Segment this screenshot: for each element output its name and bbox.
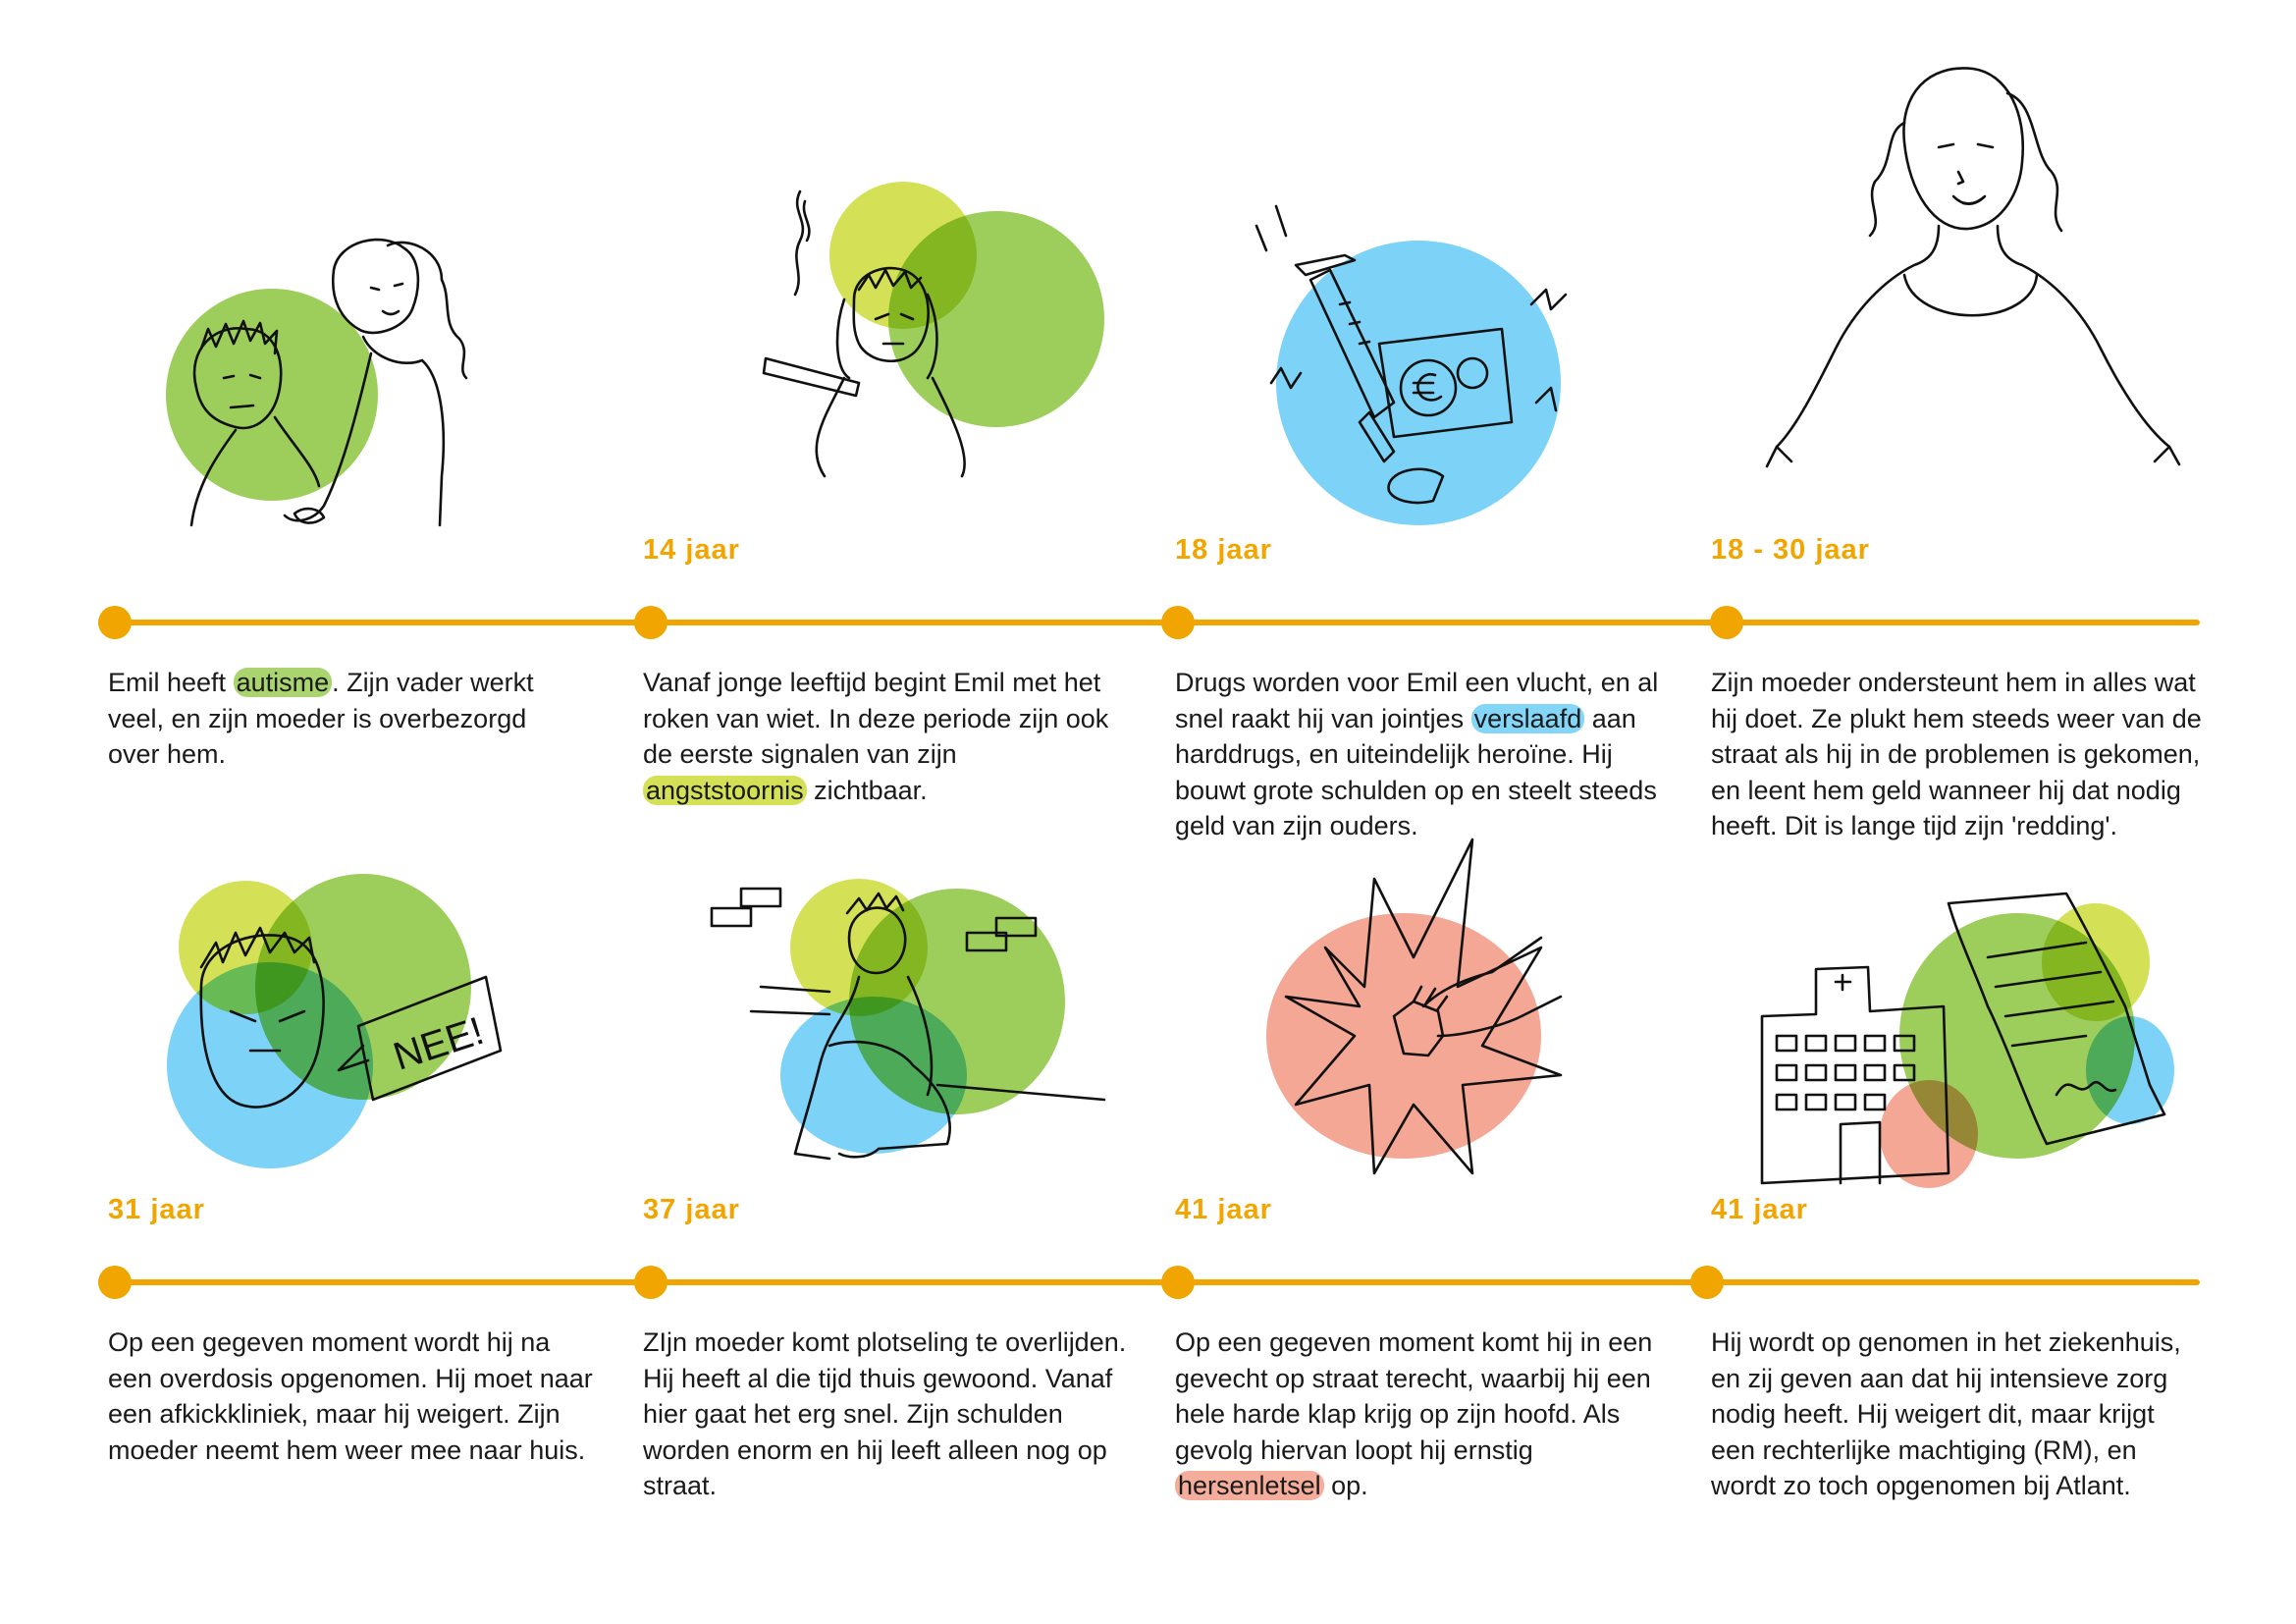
age-label: 18 - 30 jaar <box>1711 534 1870 566</box>
age-label: 41 jaar <box>1175 1194 1272 1225</box>
age-label: 14 jaar <box>643 534 740 566</box>
highlight-marker: angststoornis <box>643 775 807 805</box>
syringe-money-illustration <box>1255 204 1568 525</box>
timeline-dot <box>1690 1266 1724 1299</box>
highlight-marker: hersenletsel <box>1175 1471 1324 1500</box>
timeline-dot <box>634 1266 667 1299</box>
timeline-line-top <box>115 620 2200 625</box>
timeline-dot <box>1710 606 1743 639</box>
event-description: Hij wordt op genomen in het ziekenhuis, … <box>1711 1327 2181 1500</box>
fist-punch-explosion-illustration <box>1266 838 1563 1175</box>
angry-face-nee-illustration: NEE! <box>167 874 503 1168</box>
timeline-dot <box>1161 1266 1195 1299</box>
smoking-headache-illustration <box>762 182 1104 478</box>
age-label: 37 jaar <box>643 1194 740 1225</box>
highlight-marker: verslaafd <box>1470 703 1585 733</box>
timeline-dot <box>634 606 667 639</box>
man-sitting-on-street-illustration <box>710 879 1106 1161</box>
mother-open-arms-illustration <box>1765 67 2181 468</box>
event-description: Emil heeft autisme. Zijn vader werkt vee… <box>108 668 534 769</box>
age-label: 41 jaar <box>1711 1194 1808 1225</box>
timeline-dot <box>98 606 132 639</box>
event-description: Op een gegeven moment wordt hij na een o… <box>108 1327 593 1465</box>
event-description: Zijn moeder ondersteunt hem in alles wat… <box>1711 668 2202 840</box>
timeline-dot <box>1161 606 1195 639</box>
timeline-line-bottom <box>115 1279 2200 1285</box>
age-label: 18 jaar <box>1175 534 1272 566</box>
event-description: ZIjn moeder komt plotseling te overlijde… <box>643 1327 1127 1500</box>
hospital-document-illustration <box>1760 892 2174 1188</box>
timeline-dot <box>98 1266 132 1299</box>
event-description: Op een gegeven moment komt hij in een ge… <box>1175 1327 1653 1500</box>
highlight-marker: autisme <box>233 668 333 697</box>
boy-with-mother-illustration <box>166 238 468 527</box>
event-description: Drugs worden voor Emil een vlucht, en al… <box>1175 668 1659 840</box>
age-label: 31 jaar <box>108 1194 205 1225</box>
event-description: Vanaf jonge leeftijd begint Emil met het… <box>643 668 1109 805</box>
